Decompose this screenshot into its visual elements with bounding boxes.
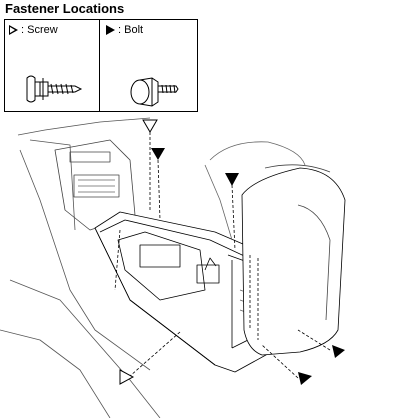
legend-screw: : Screw [9,24,58,36]
diagram-title: Fastener Locations [5,1,125,16]
solid-triangle-icon [106,25,115,35]
screw-marker-bottom [119,369,135,385]
bolt-marker-2 [225,173,239,186]
screw-illustration [26,75,83,103]
fastener-legend: : Screw : Bolt [4,19,198,112]
open-triangle-icon [9,25,18,35]
screw-marker-top [142,119,158,133]
bolt-marker-4 [298,372,312,385]
bolt-label: : Bolt [118,24,144,36]
bolt-marker-3 [332,345,345,358]
legend-bolt: : Bolt [106,24,143,36]
bolt-illustration [130,77,179,107]
screw-label: : Screw [21,24,58,36]
legend-divider [99,20,100,111]
bolt-marker-1 [151,148,165,160]
